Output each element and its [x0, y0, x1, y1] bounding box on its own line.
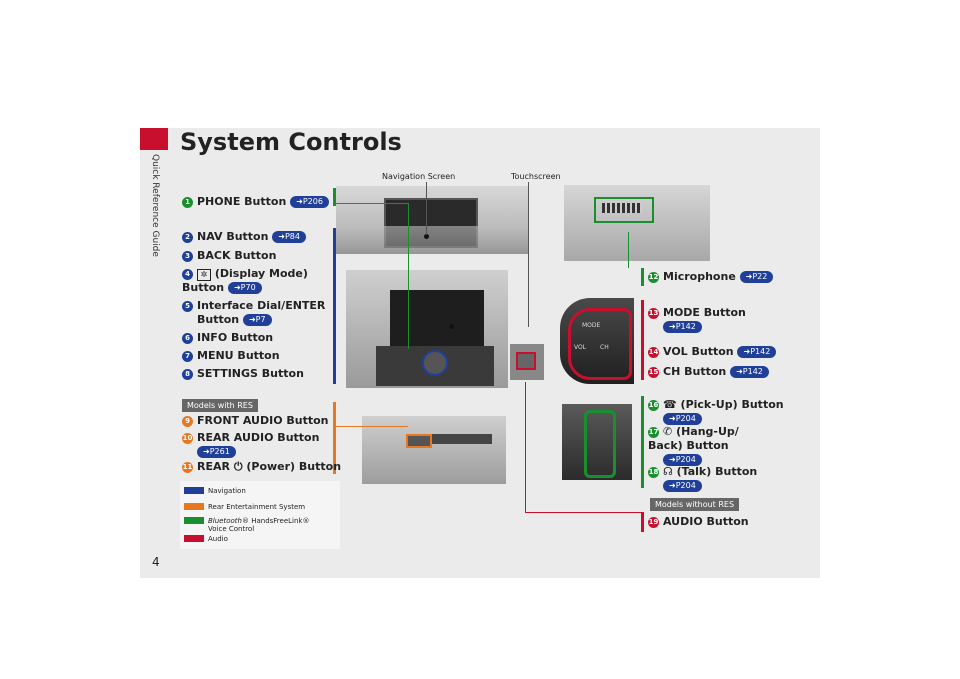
ref-badge[interactable]: ➜P204 [663, 454, 702, 466]
ch-label: CH [600, 344, 609, 351]
ref-badge[interactable]: ➜P70 [227, 282, 262, 294]
touchscreen-marker [449, 324, 454, 329]
bar-steering-audio [641, 300, 644, 380]
tag-models-with-res: Models with RES [182, 399, 258, 412]
section-tab [140, 128, 168, 150]
bar-navigation [333, 228, 336, 384]
phone-leader-h [336, 203, 408, 204]
sidebar-label: Quick Reference Guide [150, 154, 160, 257]
ref-badge[interactable]: ➜P84 [272, 231, 306, 243]
display-mode-icon: ✲ [197, 269, 211, 281]
tag-models-without-res: Models without RES [650, 498, 740, 511]
touchscreen [390, 290, 484, 346]
mode-label: MODE [582, 322, 601, 329]
rear-leader [336, 426, 408, 427]
steering-audio-photo: MODE VOL CH [560, 298, 634, 384]
ref-badge[interactable]: ➜P142 [730, 366, 769, 378]
touchscreen-leader [528, 182, 529, 327]
talk-icon: ☊ [663, 465, 673, 478]
bar-microphone [641, 268, 644, 286]
item-pickup-button: 16☎ (Pick-Up) Button ➜P204 [648, 398, 784, 425]
ref-badge[interactable]: ➜P206 [290, 196, 329, 208]
center-console-photo [346, 270, 508, 388]
item-talk-button: 18☊ (Talk) Button ➜P204 [648, 465, 758, 492]
bar-phone [333, 188, 336, 206]
legend-bluetooth: Bluetooth® HandsFreeLink®Voice Control [184, 517, 309, 533]
interface-dial [422, 350, 448, 376]
audio-leader-v [525, 382, 526, 512]
ref-badge[interactable]: ➜P261 [197, 446, 236, 458]
steering-audio-frame [568, 308, 632, 380]
bar-rear-entertainment [333, 402, 336, 474]
audio-button-photo [510, 344, 544, 380]
steering-handsfree-photo [562, 404, 632, 480]
nav-screen-leader [426, 182, 427, 235]
phone-leader-v [408, 203, 409, 349]
ref-badge[interactable]: ➜P142 [737, 346, 777, 358]
item-hangup-button: 17✆ (Hang-Up/ Back) Button ➜P204 [648, 425, 739, 466]
rear-console-photo [362, 416, 506, 484]
legend-audio: Audio [184, 535, 228, 543]
page-number: 4 [152, 555, 160, 569]
caption-navigation-screen: Navigation Screen [382, 172, 456, 181]
legend-navigation: Navigation [184, 487, 246, 495]
rear-audio-control [406, 434, 432, 448]
ref-badge[interactable]: ➜P142 [663, 321, 702, 333]
page-title: System Controls [180, 128, 402, 156]
ref-badge[interactable]: ➜P204 [663, 480, 702, 492]
overhead-console-photo [564, 185, 710, 261]
caption-touchscreen: Touchscreen [511, 172, 561, 181]
nav-screen-marker [424, 234, 429, 239]
dashboard-photo [336, 186, 528, 254]
bar-handsfree [641, 396, 644, 488]
microphone-grille [602, 203, 642, 213]
legend-rear-entertainment: Rear Entertainment System [184, 503, 305, 511]
hangup-icon: ✆ [663, 425, 673, 438]
microphone-frame [594, 197, 654, 223]
power-icon: ⏻ [233, 460, 243, 473]
bar-audio [641, 512, 644, 532]
item-display-mode-button: 4✲ (Display Mode) Button ➜P70 [182, 267, 308, 294]
ref-badge[interactable]: ➜P22 [739, 271, 774, 283]
legend: Navigation Rear Entertainment System Blu… [180, 481, 340, 549]
pickup-icon: ☎ [663, 398, 677, 411]
vol-label: VOL [574, 344, 587, 351]
microphone-leader [628, 232, 629, 268]
handsfree-frame [584, 410, 616, 478]
audio-leader-h [525, 512, 643, 513]
ref-badge[interactable]: ➜P204 [663, 413, 702, 425]
ref-badge[interactable]: ➜P7 [242, 314, 272, 326]
